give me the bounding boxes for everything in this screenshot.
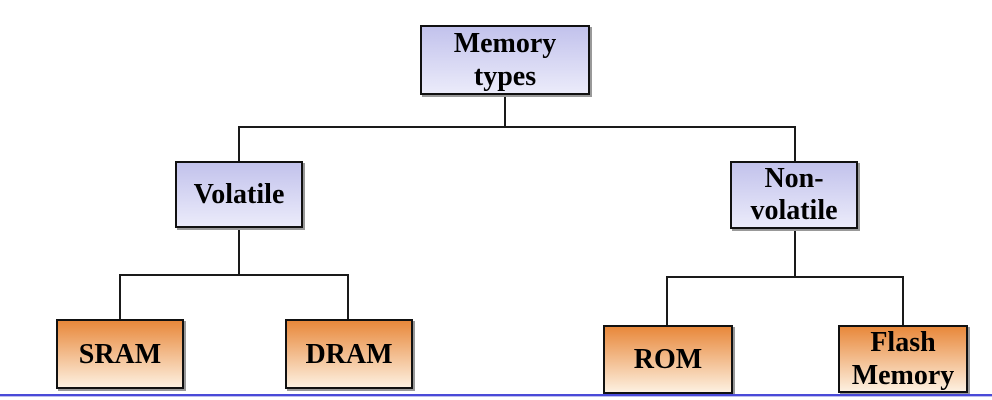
node-volatile-label: Volatile [193,179,285,210]
connector-root-drop [504,95,506,128]
connector-dram-drop [347,274,349,320]
connector-nonvolatile-drop [794,126,796,162]
bottom-divider-line [0,394,992,397]
connector-flash-drop [902,276,904,326]
node-sram-label: SRAM [78,338,162,370]
connector-sram-drop [119,274,121,320]
bottom-divider-dark-stripe [0,394,992,396]
node-rom-label: ROM [633,344,703,375]
node-sram: SRAM [56,319,184,389]
connector-rom-drop [666,276,668,326]
connector-right-horizontal [666,276,904,278]
node-non-volatile: Non- volatile [730,161,858,229]
node-rom: ROM [603,325,733,394]
node-dram-label: DRAM [305,338,393,370]
connector-nonvolatile-down [794,229,796,277]
connector-volatile-drop [238,126,240,162]
node-memory-types: Memory types [420,25,590,95]
node-non-volatile-label-line2: volatile [750,195,838,226]
bottom-divider-light-stripe [0,396,992,397]
connector-level1-horizontal [238,126,796,128]
node-dram: DRAM [285,319,413,389]
node-non-volatile-label-line1: Non- [764,163,824,194]
node-memory-types-label-line2: types [473,61,537,92]
connector-volatile-down [238,228,240,276]
node-flash-memory-label-line2: Memory [851,360,955,391]
connector-left-horizontal [119,274,349,276]
node-flash-memory: Flash Memory [838,325,968,393]
node-memory-types-label-line1: Memory [453,28,557,59]
node-flash-memory-label-line1: Flash [870,327,936,358]
node-volatile: Volatile [175,161,303,228]
